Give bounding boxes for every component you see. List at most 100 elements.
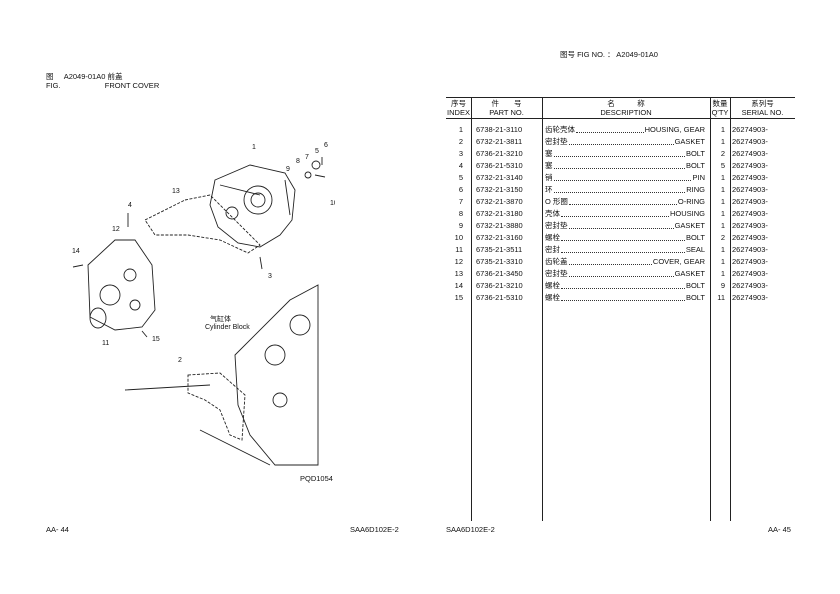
callout-5: 5 [315,148,319,155]
row-desc-zh: 齿轮壳体 [545,125,575,134]
row-serial: 26274903- [732,197,768,206]
leader-dots [568,196,677,205]
fig-number: A2049-01A0 [63,72,106,81]
row-index: 15 [454,293,463,302]
row-index: 13 [454,269,463,278]
row-serial: 26274903- [732,137,768,146]
row-part-no: 6732-21-3870 [476,197,523,206]
row-index: 1 [458,125,463,134]
row-desc-zh: 销 [545,173,553,182]
fig-no-label-en: FIG NO. [577,50,606,59]
fig-title-zh: 前盖 [107,72,123,81]
row-desc-en: COVER, GEAR [652,257,705,266]
right-fig-header: 图号 FIG NO. ： A2049-01A0 [560,50,658,59]
row-serial: 26274903- [732,245,768,254]
row-index: 4 [458,161,463,170]
row-index: 8 [458,209,463,218]
leader-dots [561,292,685,301]
callout-14: 14 [72,248,80,255]
callout-13: 13 [172,188,180,195]
row-desc-en: RING [686,185,705,194]
row-index: 12 [454,257,463,266]
row-serial: 26274903- [732,233,768,242]
row-index: 7 [458,197,463,206]
gasket-13-shape [144,194,261,254]
row-desc-en: BOLT [685,281,705,290]
fig-title-en: FRONT COVER [104,81,160,90]
header-index: 序号 INDEX [447,99,470,117]
row-desc-zh: 密封垫 [545,137,568,146]
row-description: 齿轮壳体 HOUSING, GEAR [545,124,705,136]
row-qty: 2 [720,149,725,158]
leader-dots [568,268,674,277]
row-part-no: 6732-21-3880 [476,221,523,230]
leader-dots [553,172,692,181]
row-part-no: 6735-21-3511 [476,245,523,254]
fig-label-en: FIG. [46,81,61,90]
left-model-code: SAA6D102E-2 [350,525,399,534]
row-qty: 1 [720,197,725,206]
row-qty: 1 [720,209,725,218]
row-qty: 1 [720,269,725,278]
callout-4: 4 [128,202,132,209]
row-serial: 26274903- [732,269,768,278]
cylinder-block-label-zh: 气缸体 [210,314,231,323]
row-qty: 1 [720,221,725,230]
row-desc-zh: 环 [545,185,553,194]
row-part-no: 6736-21-5310 [476,293,523,302]
row-index: 6 [458,185,463,194]
row-index: 10 [454,233,463,242]
right-model-code: SAA6D102E-2 [446,525,495,534]
leader-dots [561,280,685,289]
callout-10: 10 [330,200,335,207]
fig-label-zh: 图 [46,72,54,81]
row-qty: 1 [720,173,725,182]
callout-8: 8 [296,158,300,165]
row-desc-zh: 螺栓 [545,281,560,290]
row-desc-zh: 塞 [545,149,553,158]
row-qty: 1 [720,125,725,134]
leader-dots [561,232,685,241]
row-serial: 26274903- [732,173,768,182]
row-desc-en: BOLT [685,233,705,242]
header-part-no: 件 号 PART NO. [489,99,524,117]
diagram-image-code: PQD1054 [300,474,333,483]
leader-dots [553,148,685,157]
leader-dots [561,244,685,253]
row-desc-en: BOLT [685,293,705,302]
header-description: 名 称 DESCRIPTION [600,99,652,117]
exploded-view-diagram: 1 2 3 4 5 6 7 8 9 10 11 12 13 14 15 气缸体 … [72,142,335,466]
row-description: 螺栓 BOLT [545,280,705,292]
row-index: 5 [458,173,463,182]
row-part-no: 6738-21-3110 [476,125,523,134]
row-part-no: 6732-21-3160 [476,233,523,242]
row-desc-zh: 密封垫 [545,269,568,278]
header-serial: 系列号 SERIAL NO. [741,99,784,117]
row-desc-en: GASKET [674,221,705,230]
cylinder-block-label-en: Cylinder Block [205,324,250,331]
row-desc-en: SEAL [685,245,705,254]
row-serial: 26274903- [732,221,768,230]
fig-no-value: A2049-01A0 [616,50,658,59]
row-index: 2 [458,137,463,146]
row-serial: 26274903- [732,281,768,290]
row-desc-en: GASKET [674,269,705,278]
row-serial: 26274903- [732,161,768,170]
row-serial: 26274903- [732,293,768,302]
row-desc-en: O-RING [677,197,705,206]
gear-cover-shape [87,239,156,331]
row-desc-en: HOUSING, GEAR [644,125,705,134]
row-qty: 1 [720,137,725,146]
row-desc-en: HOUSING [669,209,705,218]
row-part-no: 6736-21-3210 [476,149,523,158]
